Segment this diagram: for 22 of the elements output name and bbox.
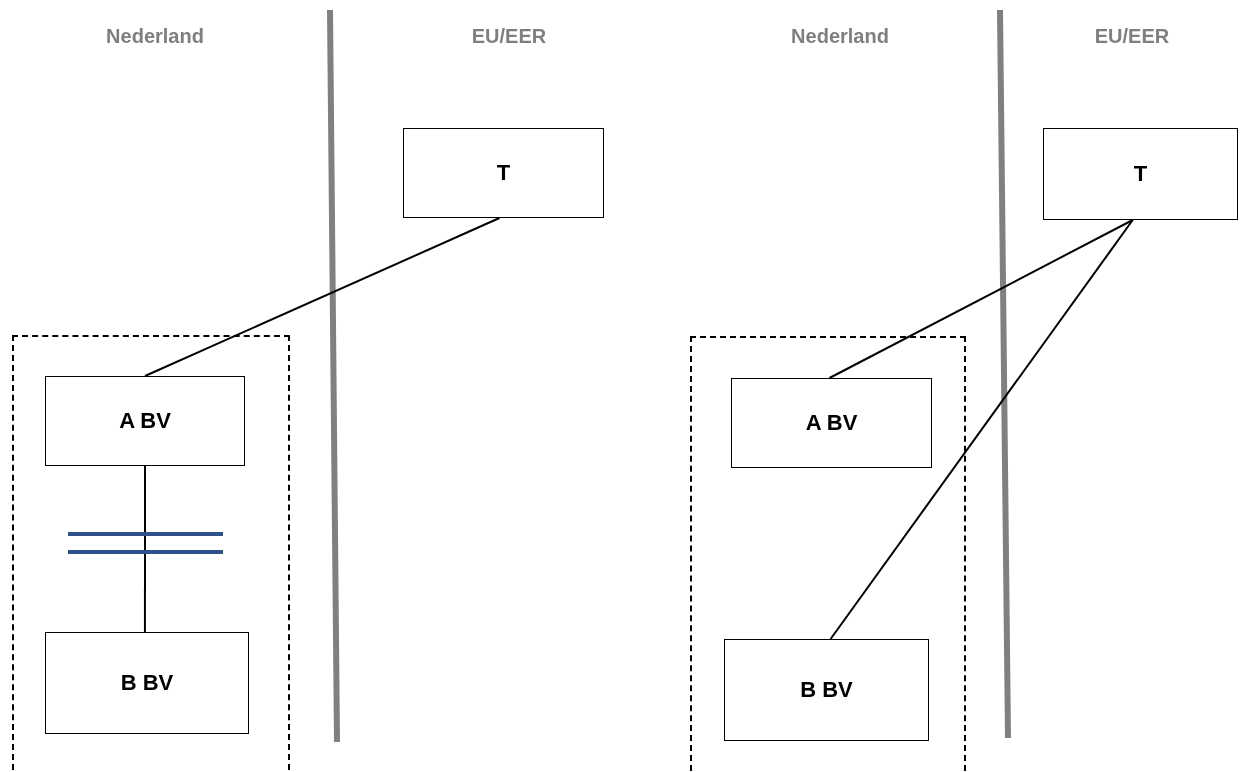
region-label: EU/EER: [471, 25, 547, 48]
connector-line: [828, 219, 1134, 379]
region-label: Nederland: [106, 25, 204, 48]
entity-box: [403, 128, 604, 218]
connector-line: [143, 465, 146, 633]
entity-name: T: [496, 160, 511, 186]
entity-box: [1043, 128, 1238, 220]
entity-name: A BV: [119, 408, 171, 434]
entity-box: [731, 378, 932, 468]
group-outline: [690, 336, 966, 772]
entity-box: [45, 632, 249, 734]
region-label: Nederland: [791, 25, 889, 48]
entity-name: T: [1133, 161, 1148, 187]
entity-name: B BV: [120, 670, 174, 696]
entity-name: B BV: [800, 677, 853, 703]
entity-box: [45, 376, 245, 466]
region-label: EU/EER: [1094, 25, 1170, 48]
group-outline: [12, 335, 290, 772]
connector-line: [144, 217, 501, 377]
connector-line: [829, 219, 1134, 640]
entity-box: [724, 639, 929, 741]
entity-name: A BV: [805, 410, 858, 436]
